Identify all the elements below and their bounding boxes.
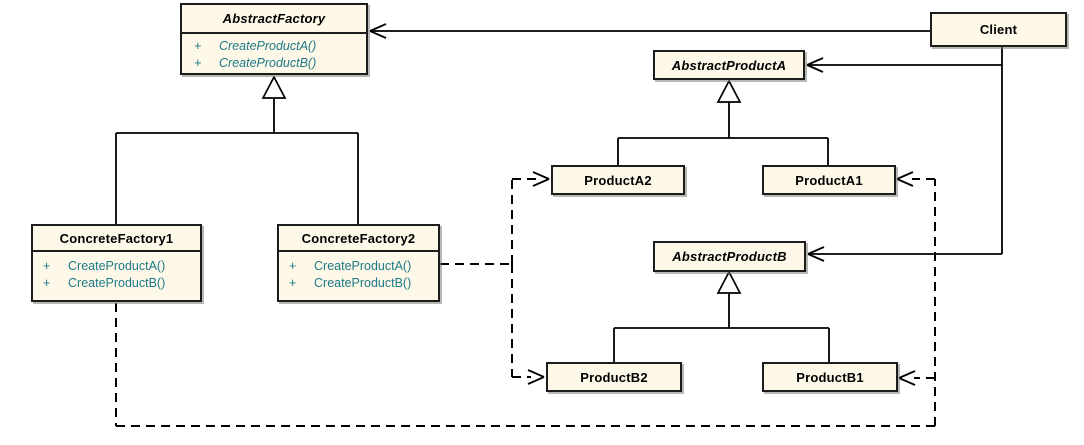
method-createproducta: + CreateProductA() [289, 258, 438, 275]
class-name-productb1: ProductB1 [796, 369, 864, 385]
dependency-concretefactory1-products [115, 171, 936, 427]
association-client-abstractfactory [369, 23, 930, 39]
method-signature: CreateProductB() [314, 276, 412, 290]
hollow-triangle-icon [716, 270, 742, 294]
class-box-concretefactory2[interactable]: ConcreteFactory2 + CreateProductA() + Cr… [277, 224, 440, 302]
method-createproductb: + CreateProductB() [289, 275, 438, 292]
generalization-products-abstractproducta [617, 79, 829, 165]
method-visibility: + [289, 259, 297, 273]
class-name-producta1: ProductA1 [795, 172, 863, 188]
class-box-concretefactory1[interactable]: ConcreteFactory1 + CreateProductA() + Cr… [31, 224, 202, 302]
association-client-abstractproducts [806, 47, 1003, 262]
open-arrow-icon [369, 23, 387, 39]
class-box-abstractproductb[interactable]: AbstractProductB [653, 241, 806, 272]
method-visibility: + [43, 276, 51, 290]
class-name-producta2: ProductA2 [584, 172, 652, 188]
method-createproductb: + CreateProductB() [194, 55, 366, 72]
method-visibility: + [194, 39, 202, 53]
open-arrow-icon [807, 246, 825, 262]
class-box-abstractproducta[interactable]: AbstractProductA [653, 50, 805, 80]
method-visibility: + [289, 276, 297, 290]
method-signature: CreateProductB() [219, 56, 317, 70]
method-signature: CreateProductA() [219, 39, 317, 53]
class-box-producta1[interactable]: ProductA1 [762, 165, 896, 195]
open-arrow-icon [806, 57, 824, 73]
generalization-products-abstractproductb [613, 270, 830, 362]
method-signature: CreateProductA() [314, 259, 412, 273]
method-createproducta: + CreateProductA() [43, 258, 200, 275]
class-name-client: Client [979, 22, 1018, 37]
method-createproductb: + CreateProductB() [43, 275, 200, 292]
class-name-productb2: ProductB2 [580, 369, 648, 385]
hollow-triangle-icon [261, 75, 287, 99]
open-arrow-icon [896, 171, 914, 187]
class-box-client[interactable]: Client [930, 12, 1067, 47]
methods-compartment-abstractfactory: + CreateProductA() + CreateProductB() [182, 34, 366, 72]
dependency-concretefactory2-products [440, 171, 550, 385]
methods-compartment-concretefactory1: + CreateProductA() + CreateProductB() [33, 252, 200, 292]
method-visibility: + [194, 56, 202, 70]
open-arrow-icon [898, 370, 916, 386]
class-name-abstractproducta: AbstractProductA [671, 57, 787, 73]
class-box-productb2[interactable]: ProductB2 [546, 362, 682, 392]
class-name-abstractproductb: AbstractProductB [672, 249, 787, 264]
class-box-productb1[interactable]: ProductB1 [762, 362, 898, 392]
class-box-abstractfactory[interactable]: AbstractFactory + CreateProductA() + Cre… [180, 3, 368, 75]
method-createproducta: + CreateProductA() [194, 38, 366, 55]
method-signature: CreateProductB() [68, 276, 166, 290]
class-name-abstractfactory: AbstractFactory [182, 5, 366, 34]
hollow-triangle-icon [716, 79, 742, 103]
class-name-concretefactory1: ConcreteFactory1 [33, 226, 200, 252]
method-signature: CreateProductA() [68, 259, 166, 273]
generalization-factories-abstractfactory [115, 75, 359, 224]
method-visibility: + [43, 259, 51, 273]
open-arrow-icon [527, 369, 545, 385]
methods-compartment-concretefactory2: + CreateProductA() + CreateProductB() [279, 252, 438, 292]
open-arrow-icon [532, 171, 550, 187]
class-box-producta2[interactable]: ProductA2 [551, 165, 685, 195]
class-name-concretefactory2: ConcreteFactory2 [279, 226, 438, 252]
